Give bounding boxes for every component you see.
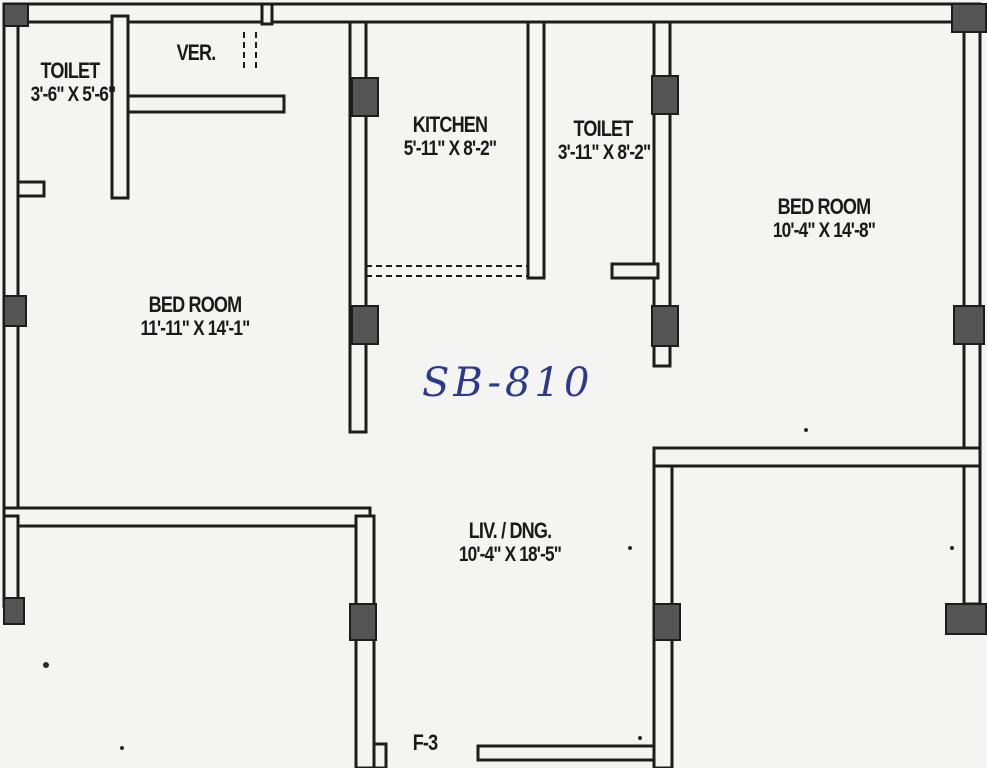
entrance-label: F-3 [405,730,446,755]
dot [43,662,49,668]
toilet-mid-label: TOILET 3'-11" X 8'-2" [557,116,651,165]
toilet-mid-stub [610,262,660,280]
living-left-wall [354,514,376,768]
columns [3,3,987,641]
flat-number-annotation: SB-810 [422,360,594,406]
dot [950,546,954,550]
column [945,603,987,635]
column [3,3,29,27]
room-dim: 11'-11" X 14'-1" [140,317,250,341]
toilet-left-label: TOILET 3'-6" X 5'-6" [30,58,117,107]
column [953,305,985,345]
bed-room-right-label: BED ROOM 10'-4" X 14'-8" [758,194,889,243]
entrance-text: F-3 [412,730,438,755]
room-dim: 3'-6" X 5'-6" [30,83,117,107]
left-bedroom-bottom-wall [2,506,372,528]
verandah-jamb [260,2,274,26]
room-dim: 10'-4" X 14'-8" [772,219,876,243]
dot [628,546,632,550]
dot [638,736,642,740]
room-name: TOILET [573,116,634,141]
dot [120,746,124,750]
verandah-label: VER. [165,40,227,65]
column [653,603,681,641]
verandah-bottom-wall [126,94,286,114]
column [351,77,379,117]
room-name: LIV. / DNG. [468,518,552,543]
column [351,305,379,345]
left-wall [2,2,20,518]
room-name: TOILET [40,58,101,83]
room-dim: 5'-11" X 8'-2" [403,137,497,161]
living-dining-label: LIV. / DNG. 10'-4" X 18'-5" [444,518,575,567]
room-name: KITCHEN [412,112,488,137]
room-dim: 10'-4" X 18'-5" [458,543,562,567]
left-stub-wall [16,180,46,198]
dashed-lines [243,32,528,277]
left-lower-wall [2,514,20,608]
entrance-wall-right [476,744,656,762]
right-wall [962,2,982,606]
column [651,305,679,347]
room-name: BED ROOM [777,194,871,219]
scan-dots [43,428,954,750]
top-wall [2,2,981,24]
column [951,3,987,33]
column [651,75,679,115]
room-name: BED ROOM [148,292,242,317]
kitchen-right-wall [526,20,546,280]
bed-room-left-label: BED ROOM 11'-11" X 14'-1" [125,292,264,341]
right-bedroom-bottom-wall [652,446,982,468]
room-dim: 3'-11" X 8'-2" [557,141,651,165]
room-name: VER. [176,40,217,65]
kitchen-label: KITCHEN 5'-11" X 8'-2" [393,112,508,161]
entrance-jamb-left [372,742,388,768]
column [349,603,377,641]
toilet-left-wall [110,14,130,200]
column [3,597,25,625]
dot [804,428,808,432]
column [3,295,27,327]
